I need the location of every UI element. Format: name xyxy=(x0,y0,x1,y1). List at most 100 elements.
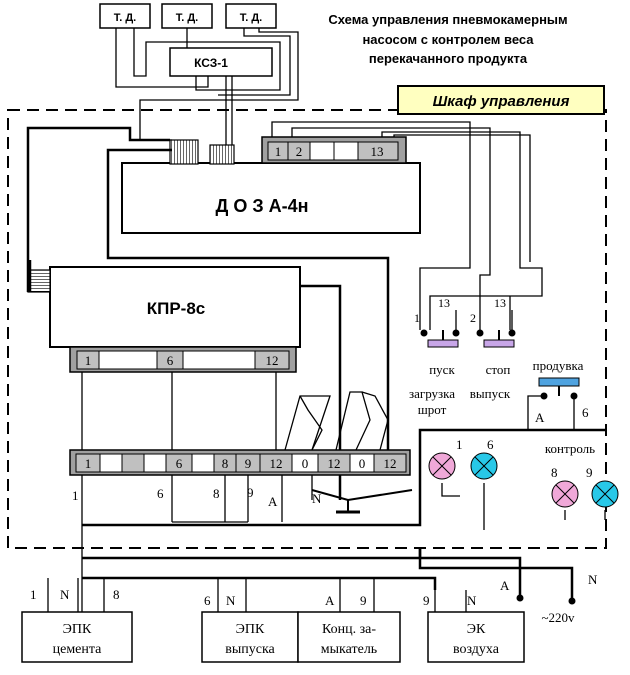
doza-label: Д О З А-4н xyxy=(216,196,309,216)
device-contactor-line2: мыкатель xyxy=(321,642,377,657)
strip-terminal-12b: 12 xyxy=(328,456,341,471)
device-contactor: Конц. за- мыкатель xyxy=(297,611,401,663)
epk2-wire-N: N xyxy=(226,593,236,608)
doza-terminal-block: 1 2 13 xyxy=(261,136,407,164)
pusk-wire-1: 1 xyxy=(414,311,420,325)
ek-wire-N: N xyxy=(467,593,477,608)
epk1-wire-N: N xyxy=(60,587,70,602)
wire-label-8: 8 xyxy=(213,486,220,501)
supply-N-terminal xyxy=(568,597,576,605)
kz-wire-9: 9 xyxy=(360,593,367,608)
epk1-wire-1: 1 xyxy=(30,587,37,602)
lamp-9-icon xyxy=(591,480,619,508)
lamp-8-number: 8 xyxy=(551,465,558,480)
kpr-terminal-block: 1 6 12 xyxy=(69,346,297,373)
sensor-3-label: Т. Д. xyxy=(240,12,262,24)
kpr-terminal-12: 12 xyxy=(266,353,279,368)
stop-wire-13: 13 xyxy=(494,296,506,310)
strip-terminal-0a: 0 xyxy=(302,456,309,471)
device-epk-vypusk-line1: ЭПК xyxy=(236,622,265,637)
ksz-label: КСЗ-1 xyxy=(194,56,228,70)
device-epk-vypusk-line2: выпуска xyxy=(225,642,275,657)
wire-label-6: 6 xyxy=(157,486,164,501)
strip-terminal-6: 6 xyxy=(176,456,183,471)
device-ek-air-line2: воздуха xyxy=(453,642,500,657)
wire-label-N: N xyxy=(312,491,322,506)
cabinet-border xyxy=(7,109,607,549)
lamp-1-icon xyxy=(428,452,456,480)
pusk-wire-13: 13 xyxy=(438,296,450,310)
doza-terminal-1: 1 xyxy=(275,144,282,159)
doza-box xyxy=(121,162,421,234)
zagruzka-line1: загрузка xyxy=(409,386,455,401)
ground-symbol xyxy=(311,489,413,514)
supply-A-label: A xyxy=(500,578,510,593)
ksz-box xyxy=(169,47,273,77)
kontrol-label: контроль xyxy=(545,441,595,456)
button-produvka[interactable] xyxy=(538,377,580,400)
epk1-wire-8: 8 xyxy=(113,587,120,602)
supply-voltage: ~220v xyxy=(541,610,575,625)
device-contactor-line1: Конц. за- xyxy=(322,622,376,637)
strip-terminal-9: 9 xyxy=(245,456,252,471)
wire-label-1: 1 xyxy=(72,488,79,503)
device-wires xyxy=(47,578,467,612)
sensor-1-label: Т. Д. xyxy=(114,12,136,24)
kpr-box xyxy=(49,266,301,348)
lamp-9-number: 9 xyxy=(586,465,593,480)
stop-label: стоп xyxy=(486,362,511,377)
wire-label-A: A xyxy=(268,494,278,509)
title-line3: перекачанного продукта xyxy=(369,51,528,66)
strip-terminal-0b: 0 xyxy=(359,456,366,471)
supply-N-label: N xyxy=(588,572,598,587)
button-stop[interactable] xyxy=(476,329,516,348)
sensor-1: Т. Д. xyxy=(99,3,151,29)
title-line1: Схема управления пневмокамерным xyxy=(328,12,567,27)
kpr-terminal-6: 6 xyxy=(167,353,174,368)
stop-wire-2: 2 xyxy=(470,311,476,325)
device-epk-cement-line1: ЭПК xyxy=(63,622,92,637)
wire-label-9: 9 xyxy=(247,485,254,500)
doza-connector-1 xyxy=(169,139,199,165)
device-epk-cement-line2: цемента xyxy=(53,642,103,657)
lamp-6-icon xyxy=(470,452,498,480)
strip-terminal-8: 8 xyxy=(222,456,229,471)
device-ek-air: ЭК воздуха xyxy=(427,611,525,663)
strip-terminal-12c: 12 xyxy=(384,456,397,471)
ek-wire-9: 9 xyxy=(423,593,430,608)
zagruzka-line2: шрот xyxy=(418,402,447,417)
device-ek-air-line1: ЭК xyxy=(467,622,486,637)
lamp-wires xyxy=(441,483,606,530)
kpr-strip-wires xyxy=(81,372,389,451)
bus-wires xyxy=(82,428,606,598)
supply-A-terminal xyxy=(516,594,524,602)
kpr-connector xyxy=(27,269,51,293)
sensor-2-label: Т. Д. xyxy=(176,12,198,24)
kz-wire-A: A xyxy=(325,593,335,608)
sensor-3: Т. Д. xyxy=(225,3,277,29)
sensor-2: Т. Д. xyxy=(161,3,213,29)
strip-output-wires xyxy=(81,475,313,615)
doza-terminal-13: 13 xyxy=(371,144,384,159)
kpr-terminal-1: 1 xyxy=(85,353,92,368)
button-pusk[interactable] xyxy=(420,329,460,348)
cabinet-label-box xyxy=(397,85,605,115)
main-terminal-strip: 1 6 8 9 12 0 12 0 12 xyxy=(69,449,411,476)
device-epk-vypusk: ЭПК выпуска xyxy=(201,611,299,663)
doza-terminal-2: 2 xyxy=(296,144,303,159)
lamp-6-number: 6 xyxy=(487,437,494,452)
produvka-wire-A: A xyxy=(535,410,545,425)
epk2-wire-6: 6 xyxy=(204,593,211,608)
produvka-wires xyxy=(527,395,575,430)
cabinet-label: Шкаф управления xyxy=(433,93,570,110)
vypusk-label: выпуск xyxy=(470,386,511,401)
produvka-wire-6: 6 xyxy=(582,405,589,420)
strip-terminal-1: 1 xyxy=(85,456,92,471)
doza-connector-2 xyxy=(209,144,235,165)
kpr-doza-wires xyxy=(26,126,390,500)
device-epk-cement: ЭПК цемента xyxy=(21,611,133,663)
produvka-label: продувка xyxy=(533,358,584,373)
kpr-label: КПР-8с xyxy=(147,299,206,318)
pusk-label: пуск xyxy=(429,362,455,377)
